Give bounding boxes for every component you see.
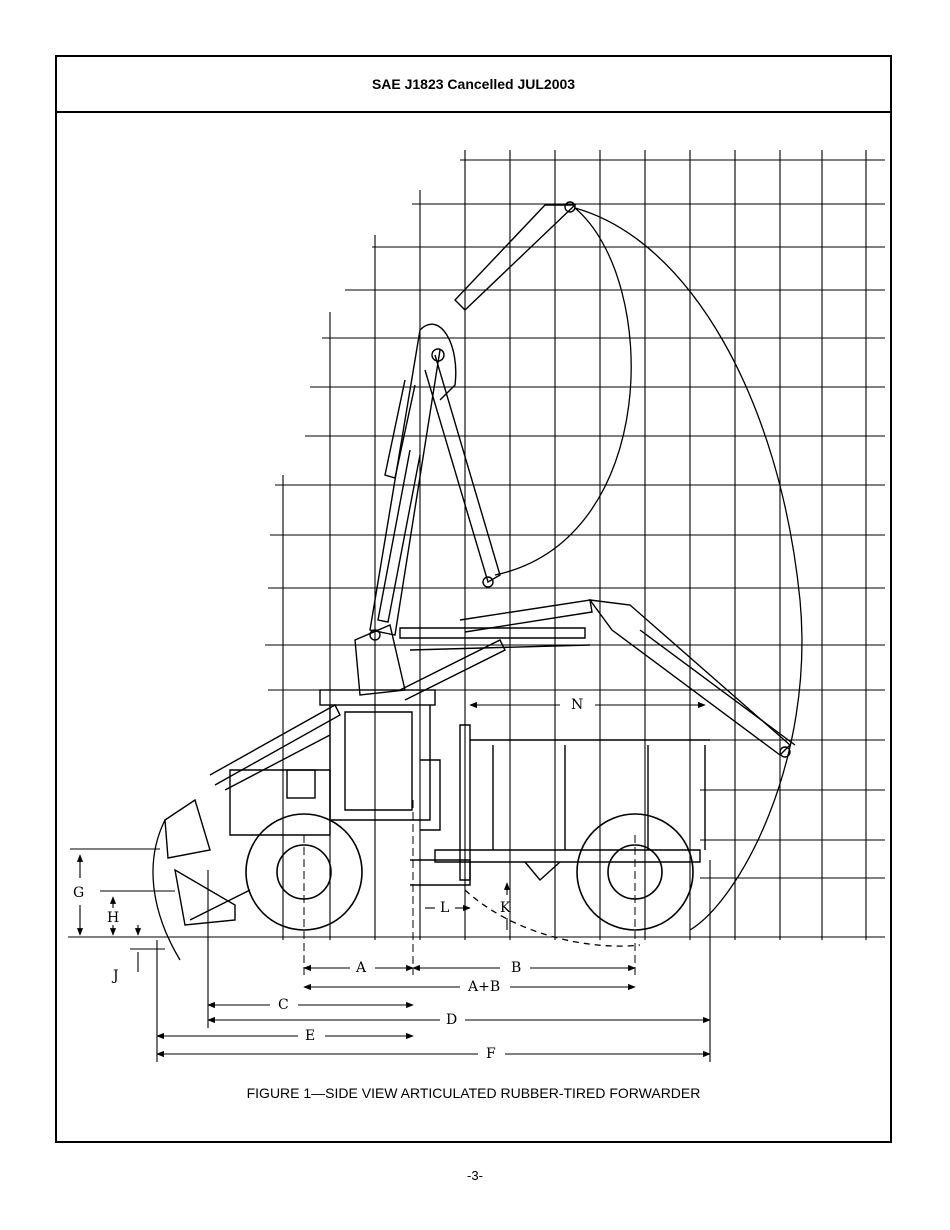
document-title: SAE J1823 Cancelled JUL2003 (371, 76, 576, 92)
dim-label-d: D (446, 1012, 457, 1028)
figure-caption: FIGURE 1—SIDE VIEW ARTICULATED RUBBER-TI… (246, 1085, 701, 1101)
wheels (245, 813, 694, 931)
dimension-lines (70, 701, 711, 1062)
boom-reach-envelope (152, 207, 803, 961)
centerlines (303, 800, 636, 975)
dim-label-f: F (486, 1046, 496, 1062)
dim-label-c: C (278, 997, 289, 1013)
forwarder-machine (164, 689, 710, 926)
dim-label-n: N (571, 697, 583, 713)
page-number: -3- (467, 1168, 483, 1183)
dim-label-h: H (107, 910, 119, 926)
crane-boom (354, 201, 796, 758)
dim-label-a: A (355, 960, 367, 976)
dim-label-l: L (440, 900, 449, 916)
dim-label-j: J (111, 968, 119, 984)
dim-label-k: K (500, 900, 511, 916)
page-frame: SAE J1823 Cancelled JUL2003 FIGURE 1—SID… (55, 55, 892, 1143)
dim-label-b: B (511, 960, 521, 976)
dim-label-a-plus-b: A+B (467, 979, 500, 995)
reach-grid (68, 150, 885, 940)
header-bar: SAE J1823 Cancelled JUL2003 (57, 57, 890, 113)
dim-label-g: G (73, 885, 84, 901)
dim-label-e: E (305, 1028, 315, 1044)
